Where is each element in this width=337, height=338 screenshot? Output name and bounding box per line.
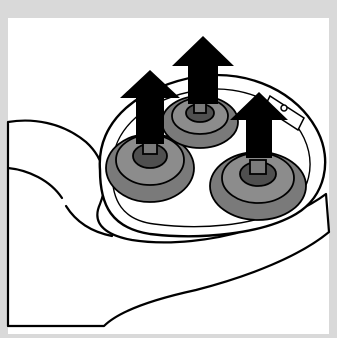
cutter-right	[210, 152, 306, 220]
